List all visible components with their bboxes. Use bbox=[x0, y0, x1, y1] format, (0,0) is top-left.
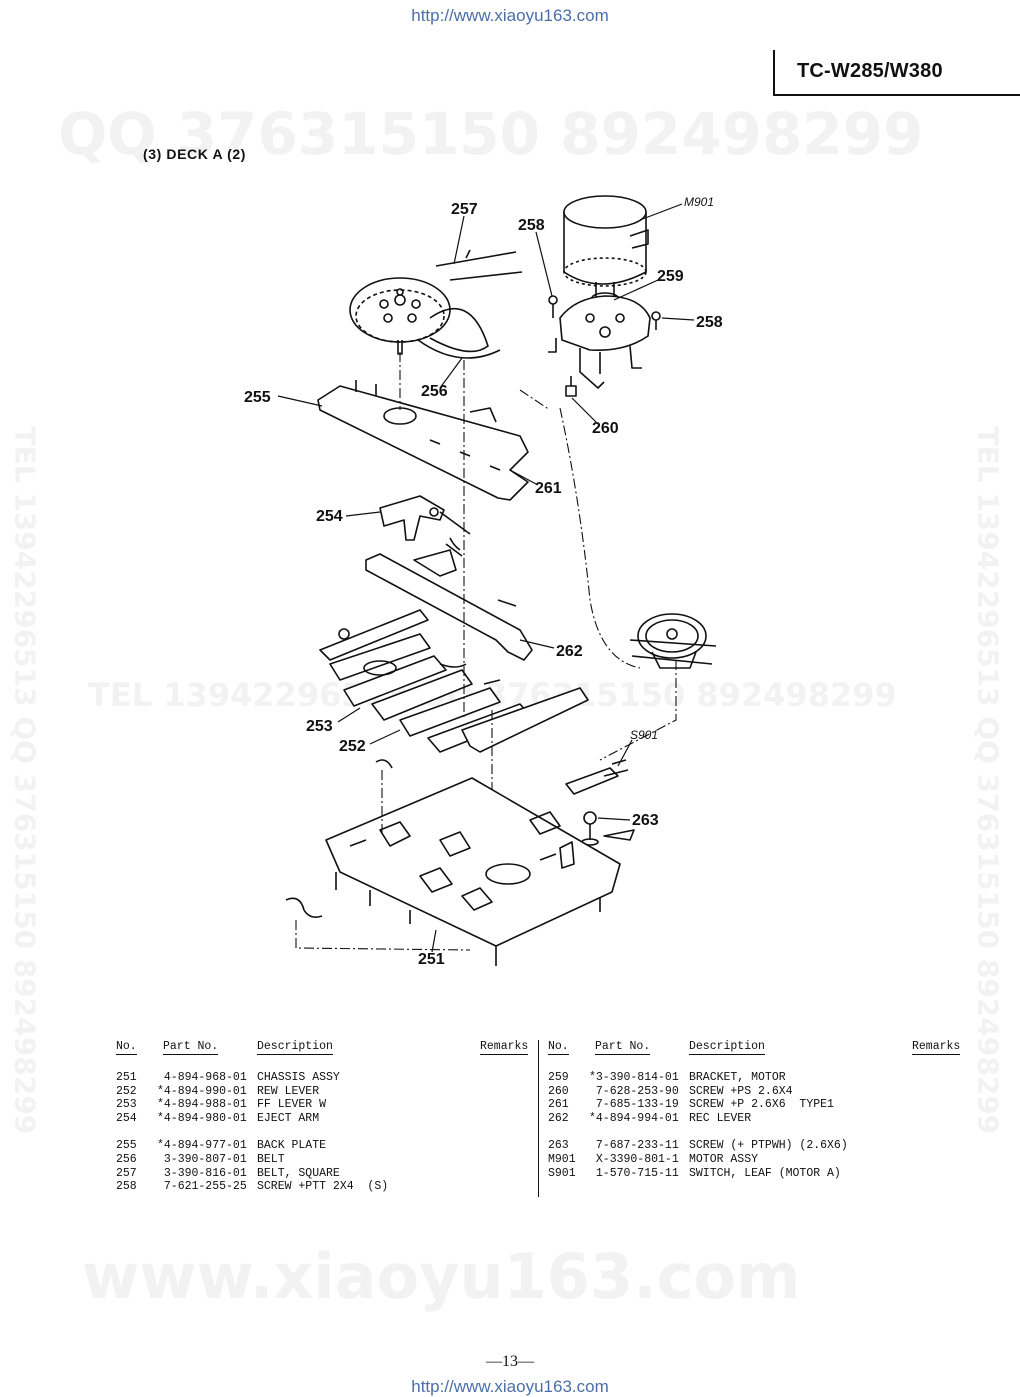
cell-part-no: 3-390-807-01 bbox=[157, 1153, 247, 1166]
cell-no: 257 bbox=[116, 1166, 137, 1180]
cell-description: BACK PLATE bbox=[257, 1139, 327, 1153]
cell-part-no: *4-894-994-01 bbox=[589, 1111, 679, 1125]
watermark-qq: QQ 376315150 892498299 bbox=[58, 100, 924, 168]
cell-no: 262 bbox=[548, 1111, 569, 1125]
cell-no: 254 bbox=[116, 1111, 137, 1125]
header-description: Description bbox=[257, 1040, 333, 1055]
cell-part-no: 7-687-233-11 bbox=[589, 1139, 679, 1153]
callout-260: 260 bbox=[592, 420, 619, 437]
flywheel-drawing bbox=[349, 277, 451, 355]
cell-description: FF LEVER W bbox=[257, 1098, 327, 1112]
callout-258-top: 258 bbox=[518, 217, 545, 234]
header-part-no: Part No. bbox=[163, 1040, 219, 1055]
cell-part-no: 3-390-816-01 bbox=[157, 1166, 247, 1180]
callout-258-right: 258 bbox=[696, 314, 723, 331]
callout-m901: M901 bbox=[684, 195, 714, 209]
watermark-www: www.xiaoyu163.com bbox=[82, 1240, 801, 1313]
source-url-bottom[interactable]: http://www.xiaoyu163.com bbox=[411, 1377, 609, 1396]
cell-no: M901 bbox=[548, 1153, 576, 1166]
leader-lines bbox=[277, 203, 695, 953]
callout-253: 253 bbox=[306, 718, 333, 735]
header-remarks: Remarks bbox=[480, 1040, 529, 1055]
cell-description: REW LEVER bbox=[257, 1084, 320, 1098]
header-remarks: Remarks bbox=[912, 1040, 961, 1055]
cell-description: EJECT ARM bbox=[257, 1111, 320, 1125]
cell-description: SCREW +P 2.6X6 TYPE1 bbox=[689, 1098, 834, 1112]
motor-bracket-drawing bbox=[548, 295, 651, 389]
callout-263: 263 bbox=[632, 812, 659, 829]
cell-part-no: *4-894-977-01 bbox=[157, 1139, 247, 1153]
cell-no: 259 bbox=[548, 1071, 569, 1084]
cell-part-no: *4-894-990-01 bbox=[157, 1084, 247, 1098]
cell-part-no: X-3390-801-1 bbox=[589, 1153, 679, 1166]
callout-254: 254 bbox=[316, 508, 343, 525]
leaf-switch-drawing bbox=[565, 759, 629, 795]
lever-stack-drawing bbox=[319, 609, 589, 753]
cell-no: 255 bbox=[116, 1139, 137, 1153]
rec-lever-drawing bbox=[365, 549, 533, 661]
cell-no: 252 bbox=[116, 1084, 137, 1098]
cell-description: BELT bbox=[257, 1153, 285, 1166]
belts-drawing bbox=[417, 249, 523, 359]
cell-part-no: *4-894-988-01 bbox=[157, 1098, 247, 1112]
cell-no: S901 bbox=[548, 1166, 576, 1180]
table-divider bbox=[538, 1040, 539, 1197]
assembly-lines bbox=[295, 352, 677, 951]
pinch-roller-drawing bbox=[629, 613, 717, 669]
cell-description: CHASSIS ASSY bbox=[257, 1071, 340, 1084]
callout-259: 259 bbox=[657, 268, 684, 285]
section-title: (3) DECK A (2) bbox=[143, 146, 247, 162]
motor-m901-drawing bbox=[563, 195, 649, 304]
cell-description: SCREW (+ PTPWH) (2.6X6) bbox=[689, 1139, 848, 1153]
header-part-no: Part No. bbox=[595, 1040, 651, 1055]
model-number-box: TC-W285/W380 bbox=[773, 50, 1020, 96]
cell-description: MOTOR ASSY bbox=[689, 1153, 759, 1166]
cell-no: 256 bbox=[116, 1153, 137, 1166]
exploded-view-diagram: 257 258 259 258 255 256 260 261 254 262 … bbox=[244, 195, 723, 968]
cell-part-no: 1-570-715-11 bbox=[589, 1166, 679, 1180]
eject-arm-drawing bbox=[379, 495, 471, 557]
callout-251: 251 bbox=[418, 951, 445, 968]
header-no: No. bbox=[548, 1040, 569, 1055]
cell-no: 251 bbox=[116, 1071, 137, 1084]
cell-part-no: 7-621-255-25 bbox=[157, 1180, 247, 1194]
cell-description: SCREW +PS 2.6X4 bbox=[689, 1084, 793, 1098]
model-number: TC-W285/W380 bbox=[797, 60, 943, 82]
cell-no: 258 bbox=[116, 1180, 137, 1194]
cell-part-no: 4-894-968-01 bbox=[157, 1071, 247, 1084]
cell-description: REC LEVER bbox=[689, 1111, 752, 1125]
callout-262: 262 bbox=[556, 643, 583, 660]
cell-part-no: 7-628-253-90 bbox=[589, 1084, 679, 1098]
screws-drawing bbox=[548, 295, 661, 397]
spring-drawing bbox=[285, 897, 323, 918]
callout-257: 257 bbox=[451, 201, 478, 218]
callout-261: 261 bbox=[535, 480, 562, 497]
cell-description: SWITCH, LEAF (MOTOR A) bbox=[689, 1166, 841, 1180]
cell-part-no: 7-685-133-19 bbox=[589, 1098, 679, 1112]
cell-part-no: *4-894-980-01 bbox=[157, 1111, 247, 1125]
cell-description: SCREW +PTT 2X4 (S) bbox=[257, 1180, 389, 1194]
source-url-top[interactable]: http://www.xiaoyu163.com bbox=[411, 6, 609, 25]
callout-s901: S901 bbox=[630, 728, 658, 742]
chassis-drawing bbox=[325, 777, 621, 966]
screw-263-drawing bbox=[581, 811, 635, 846]
callout-255: 255 bbox=[244, 389, 271, 406]
cell-description: BELT, SQUARE bbox=[257, 1166, 340, 1180]
header-no: No. bbox=[116, 1040, 137, 1055]
cell-no: 263 bbox=[548, 1139, 569, 1153]
header-description: Description bbox=[689, 1040, 765, 1055]
cell-no: 253 bbox=[116, 1098, 137, 1112]
callout-256: 256 bbox=[421, 383, 448, 400]
cell-no: 261 bbox=[548, 1098, 569, 1112]
callout-252: 252 bbox=[339, 738, 366, 755]
cell-description: BRACKET, MOTOR bbox=[689, 1071, 786, 1084]
cell-no: 260 bbox=[548, 1084, 569, 1098]
cell-part-no: *3-390-814-01 bbox=[589, 1071, 679, 1084]
page-number: —13— bbox=[486, 1353, 534, 1370]
